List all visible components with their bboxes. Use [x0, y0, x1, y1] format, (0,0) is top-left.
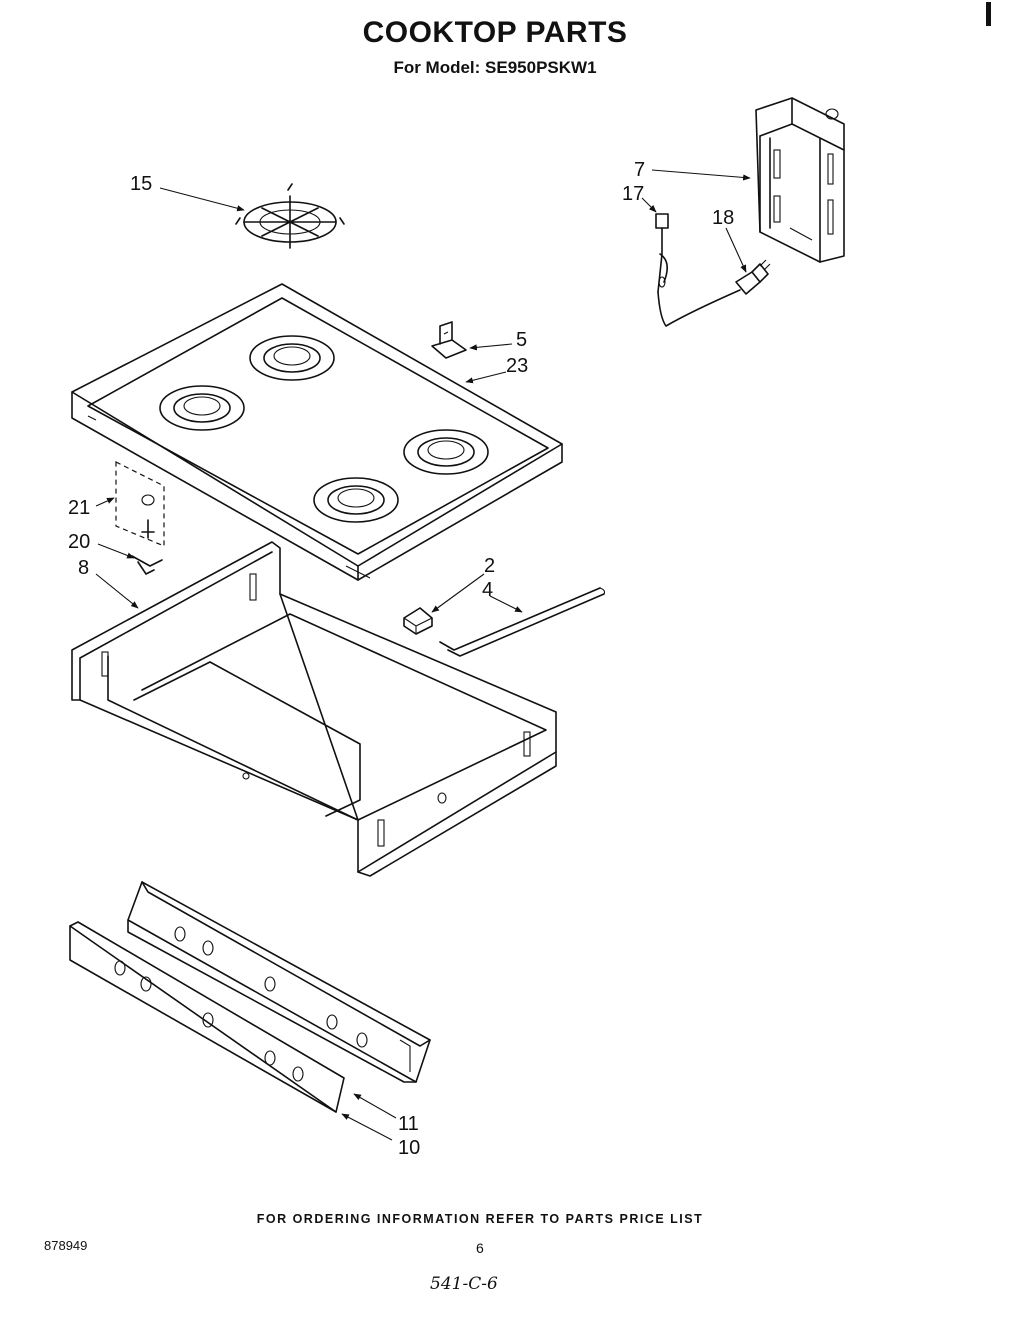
callout-18: 18	[712, 207, 734, 229]
callout-21: 21	[68, 497, 90, 519]
ignition-wire-part	[655, 213, 741, 327]
callout-2: 2	[484, 555, 495, 577]
corner-registration-mark	[986, 2, 991, 26]
page-number: 6	[476, 1240, 484, 1256]
callout-8: 8	[78, 557, 89, 579]
rod-part	[439, 587, 606, 657]
callout-10: 10	[398, 1137, 420, 1159]
callout-11: 11	[398, 1113, 419, 1135]
callout-4: 4	[482, 579, 493, 601]
clip-part	[431, 321, 467, 359]
igniter-part	[115, 461, 165, 547]
burner-grate-part	[235, 183, 345, 249]
callout-7: 7	[634, 159, 645, 181]
page-title: COOKTOP PARTS	[362, 16, 628, 49]
trim-panel-part	[69, 921, 345, 1113]
cooktop-part	[71, 283, 563, 581]
knob-part	[403, 607, 433, 635]
callout-20: 20	[68, 531, 90, 553]
callout-17: 17	[622, 183, 644, 205]
ordering-note: FOR ORDERING INFORMATION REFER TO PARTS …	[256, 1212, 704, 1226]
callout-leaders	[95, 169, 751, 1141]
bracket-part	[131, 555, 163, 575]
control-panel-part	[127, 881, 431, 1083]
callout-15: 15	[130, 173, 152, 195]
handwritten-note: 541-C-6	[430, 1274, 498, 1294]
callout-5: 5	[516, 329, 527, 351]
junction-box-part	[755, 97, 845, 263]
burner-box-part	[71, 541, 557, 877]
callout-23: 23	[506, 355, 528, 377]
model-subtitle: For Model: SE950PSKW1	[393, 58, 597, 77]
document-number: 878949	[44, 1238, 88, 1253]
power-plug-part	[735, 259, 771, 295]
